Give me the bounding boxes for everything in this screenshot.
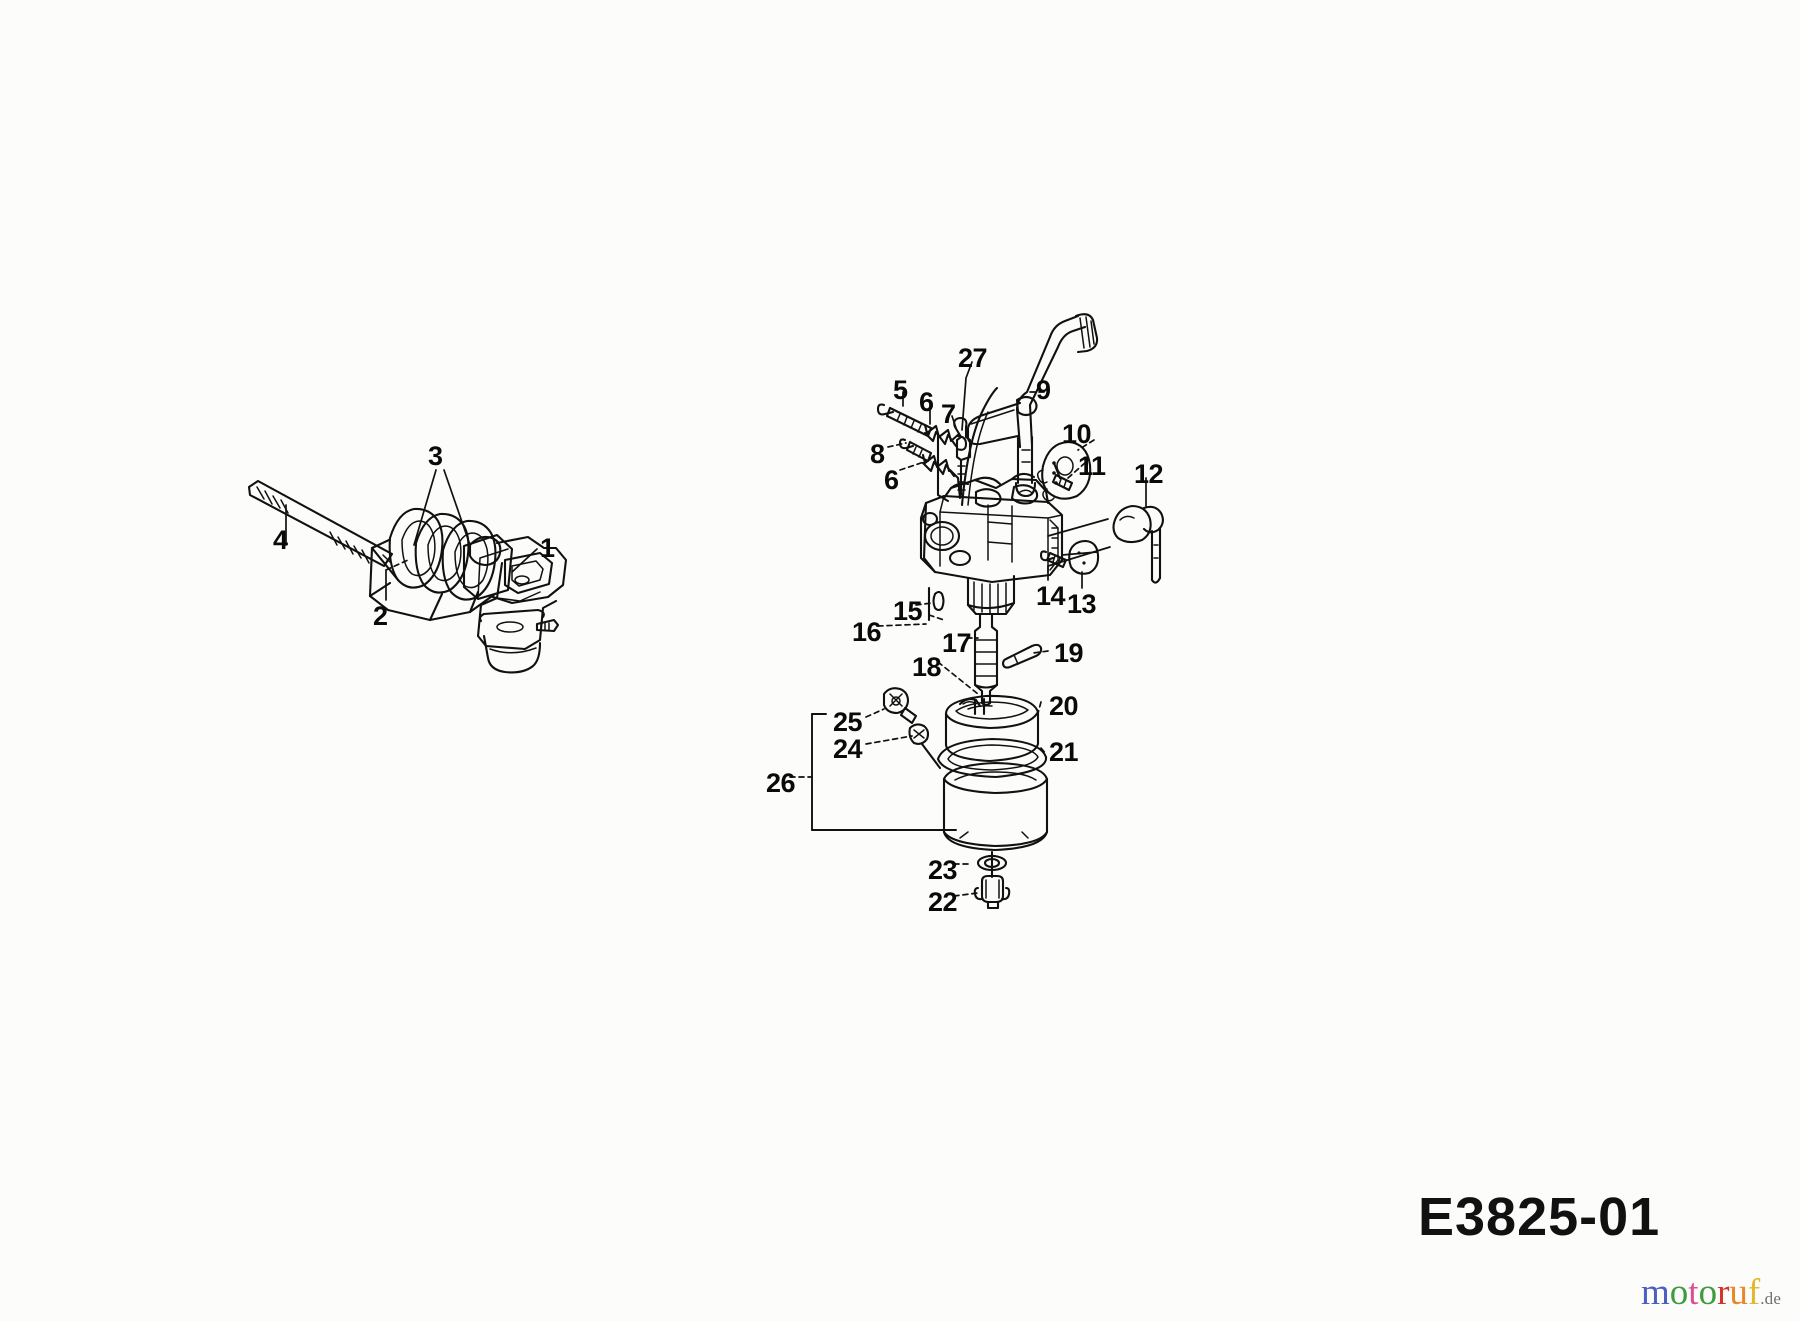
callout-17: 17	[942, 628, 972, 658]
part-25-hinge-clip	[882, 687, 918, 725]
callout-19: 19	[1054, 638, 1084, 668]
part-20-float	[944, 694, 1040, 763]
logo-letter-u: u	[1729, 1272, 1748, 1313]
left-leader-lines	[285, 469, 538, 601]
callout-13: 13	[1067, 589, 1097, 619]
logo-letter-r: r	[1717, 1272, 1730, 1313]
part-19-clip	[1001, 643, 1043, 669]
body-connector-lines	[1047, 518, 1111, 567]
callout-4: 4	[273, 525, 288, 555]
logo-suffix: .de	[1760, 1289, 1782, 1308]
callout-27: 27	[958, 343, 988, 373]
part-22-bowl-nut	[973, 850, 1011, 910]
callout-6-upper: 6	[919, 387, 934, 417]
callout-25: 25	[833, 707, 863, 737]
callout-9: 9	[1036, 375, 1051, 405]
callout-1: 1	[540, 533, 555, 563]
right-leader-lines	[789, 361, 1147, 897]
callout-23: 23	[928, 855, 958, 885]
part-12-bracket	[1112, 504, 1164, 584]
part-27-lever	[960, 386, 999, 507]
callout-24: 24	[833, 734, 863, 764]
float-bowl	[942, 761, 1049, 852]
left-assembly-group	[247, 469, 568, 674]
part-1-carburetor-left	[468, 535, 568, 674]
right-assembly-group	[789, 313, 1164, 910]
part-11-screw	[1051, 461, 1074, 492]
logo-letter-f: f	[1747, 1272, 1761, 1313]
logo-letter-o1: o	[1669, 1272, 1689, 1313]
callout-6-lower: 6	[884, 465, 899, 495]
part-15-washer	[932, 590, 945, 612]
logo-letter-o2: o	[1698, 1272, 1718, 1313]
callout-22: 22	[928, 887, 958, 917]
callout-14: 14	[1036, 581, 1066, 611]
callout-15: 15	[893, 596, 923, 626]
part-17-main-jet	[973, 612, 999, 707]
part-21-oring	[936, 737, 1048, 779]
callout-16: 16	[852, 617, 882, 647]
motoruf-logo: motoruf.de	[1641, 1274, 1781, 1311]
callout-8: 8	[870, 439, 885, 469]
callout-21: 21	[1049, 737, 1079, 767]
figure-code: E3825-01	[1418, 1187, 1661, 1247]
carburetor-main-body	[919, 472, 1064, 616]
callout-11: 11	[1078, 451, 1106, 481]
part-9-lever-arm	[966, 313, 1099, 498]
callout-26: 26	[766, 768, 796, 798]
logo-letter-m: m	[1641, 1272, 1670, 1313]
part-4-stud	[247, 479, 394, 568]
callout-3: 3	[428, 441, 443, 471]
callout-18: 18	[912, 652, 942, 682]
part-6b-spring	[921, 453, 962, 500]
callout-2: 2	[373, 601, 388, 631]
part-24-washer	[908, 723, 942, 770]
callout-20: 20	[1049, 691, 1079, 721]
logo-letter-t: t	[1688, 1272, 1699, 1313]
callout-5: 5	[893, 375, 908, 405]
callout-12: 12	[1134, 459, 1164, 489]
callout-10: 10	[1062, 419, 1092, 449]
part-10-gasket	[1036, 440, 1092, 502]
part-8-screw	[898, 438, 933, 463]
callout-7: 7	[941, 399, 956, 429]
bracket-26	[811, 713, 957, 831]
